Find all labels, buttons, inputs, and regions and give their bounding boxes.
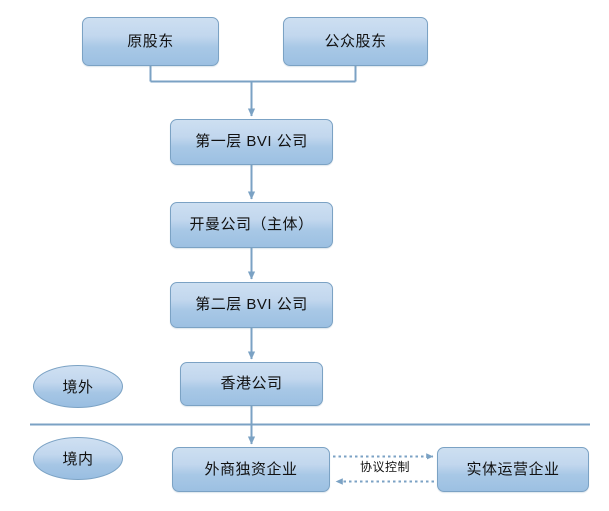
region-onshore[interactable]: 境内 (33, 437, 123, 480)
node-label: 开曼公司（主体） (189, 216, 314, 234)
node-hongkong-company[interactable]: 香港公司 (180, 362, 323, 406)
region-label: 境内 (62, 451, 94, 468)
node-label: 外商独资企业 (204, 460, 298, 478)
node-original-shareholder[interactable]: 原股东 (82, 17, 219, 66)
edge-label-vie-control: 协议控制 (343, 458, 427, 475)
node-cayman-company[interactable]: 开曼公司（主体） (170, 202, 333, 248)
node-bvi-layer-1[interactable]: 第一层 BVI 公司 (170, 119, 333, 165)
region-offshore[interactable]: 境外 (33, 365, 123, 408)
node-label: 原股东 (127, 32, 174, 50)
node-label: 第二层 BVI 公司 (195, 296, 308, 314)
node-wfoe[interactable]: 外商独资企业 (172, 447, 330, 492)
node-operating-entity[interactable]: 实体运营企业 (437, 447, 589, 492)
node-public-shareholder[interactable]: 公众股东 (283, 17, 428, 66)
node-label: 香港公司 (220, 375, 283, 393)
node-bvi-layer-2[interactable]: 第二层 BVI 公司 (170, 282, 333, 328)
node-label: 第一层 BVI 公司 (195, 133, 308, 151)
node-label: 公众股东 (324, 32, 387, 50)
region-label: 境外 (62, 379, 94, 396)
node-label: 实体运营企业 (466, 460, 560, 478)
edge-shareholders-to-bvi1 (149, 66, 357, 83)
